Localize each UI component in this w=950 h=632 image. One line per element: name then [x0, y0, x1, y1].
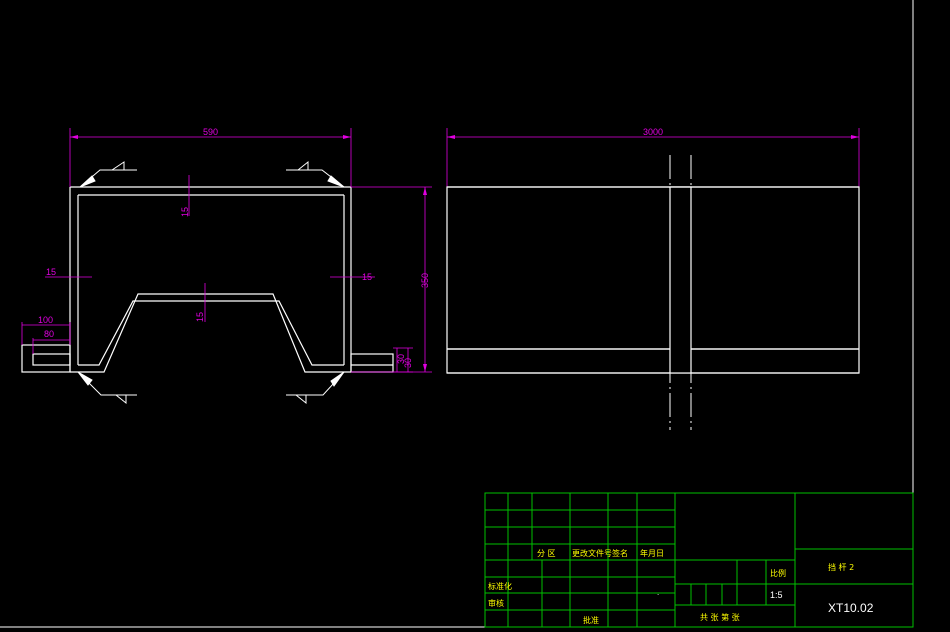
dim-thick-mid: 15	[195, 312, 205, 322]
tb-review: 审核	[488, 598, 504, 608]
tb-drawing-no: XT10.02	[828, 601, 874, 615]
dim-350: 350	[420, 273, 430, 288]
dim-80: 80	[44, 329, 54, 339]
tb-file-no: 更改文件号	[572, 548, 612, 558]
dim-590: 590	[203, 127, 218, 137]
tb-mark: 标准化	[488, 581, 512, 591]
dim-thick-left: 15	[46, 267, 56, 277]
dim-30b: 30	[403, 358, 413, 368]
dim-3000: 3000	[643, 127, 663, 137]
dim-30a: 30	[396, 354, 406, 364]
tb-part-name: 挡 杆 2	[828, 562, 854, 572]
tb-dot: .	[657, 588, 659, 597]
section-view-profile	[21, 186, 394, 373]
break-lines	[669, 155, 692, 430]
dimension-lines	[21, 128, 860, 373]
side-view	[446, 186, 860, 374]
tb-sheet-info: 共 张 第 张	[700, 612, 740, 622]
dimension-arrows	[70, 135, 859, 372]
tb-approve: 批准	[583, 615, 599, 625]
dim-thick-top: 15	[180, 207, 190, 217]
dim-thick-right: 15	[362, 272, 372, 282]
weld-symbols	[77, 160, 345, 405]
title-block	[484, 492, 914, 628]
tb-zone: 分 区	[537, 549, 556, 558]
tb-ratio-value: 1:5	[770, 590, 783, 600]
tb-date: 年月日	[640, 548, 664, 558]
drawing-frame	[0, 0, 914, 628]
tb-ratio-label: 比例	[770, 568, 786, 578]
dim-100: 100	[38, 315, 53, 325]
tb-signature: 签名	[612, 548, 628, 558]
